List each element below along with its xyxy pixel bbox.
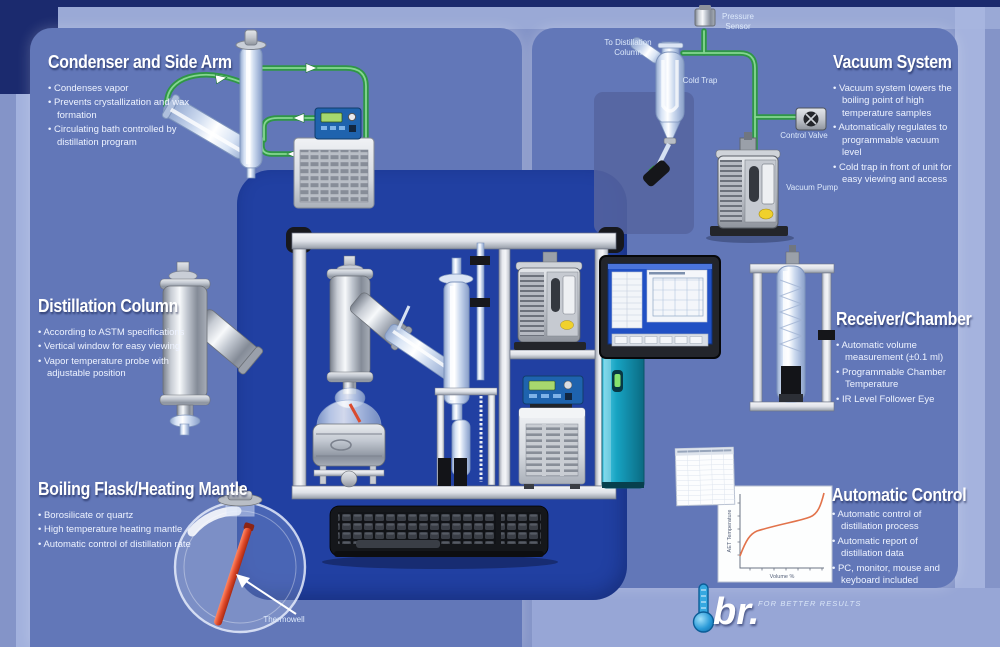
- bullet-item: Condenses vapor: [48, 83, 200, 96]
- left-edge-strip: [16, 0, 34, 647]
- label-thermowell: Thermowell: [263, 615, 305, 624]
- bullet-item: PC, monitor, mouse and keyboard included: [832, 563, 954, 588]
- bullet-item: Prevents crystallization and wax formati…: [48, 97, 200, 122]
- label-control-valve: Control Valve: [780, 131, 828, 140]
- bullet-item: Automatic volume measurement (±0.1 ml): [836, 340, 958, 365]
- bullet-item: IR Level Follower Eye: [836, 394, 958, 407]
- section-title-condenser: Condenser and Side Arm: [48, 51, 232, 72]
- section-title-vacuum: Vacuum System: [833, 51, 952, 72]
- navy-top-strip: [0, 0, 1000, 7]
- section-bullets-flask: Borosilicate or quartz High temperature …: [38, 510, 200, 552]
- section-vacuum: Vacuum System Vacuum system lowers the b…: [833, 51, 983, 189]
- bullet-item: Vapor temperature probe with adjustable …: [38, 356, 198, 381]
- section-bullets-control: Automatic control of distillation proces…: [832, 509, 954, 588]
- bullet-item: Automatic control of distillation rate: [38, 539, 200, 552]
- section-bullets-receiver: Automatic volume measurement (±0.1 ml) P…: [836, 340, 958, 407]
- bullet-item: Vacuum system lowers the boiling point o…: [833, 83, 960, 121]
- section-flask: Boiling Flask/Heating Mantle Borosilicat…: [38, 478, 288, 553]
- bullet-item: Programmable Chamber Temperature: [836, 367, 958, 392]
- bullet-item: Circulating bath controlled by distillat…: [48, 124, 200, 149]
- section-title-flask: Boiling Flask/Heating Mantle: [38, 478, 248, 499]
- right-edge-strip: [955, 0, 985, 647]
- bullet-item: Vertical window for easy viewing: [38, 341, 198, 354]
- section-column: Distillation Column According to ASTM sp…: [38, 295, 238, 383]
- label-vacuum-pump: Vacuum Pump: [786, 183, 838, 192]
- section-title-receiver: Receiver/Chamber: [836, 308, 972, 329]
- bullet-item: High temperature heating mantle: [38, 524, 200, 537]
- label-cold-trap: Cold Trap: [682, 76, 718, 85]
- bullet-item: Automatically regulates to programmable …: [833, 122, 960, 160]
- section-receiver: Receiver/Chamber Automatic volume measur…: [836, 308, 981, 408]
- section-title-control: Automatic Control: [832, 484, 967, 505]
- section-title-column: Distillation Column: [38, 295, 179, 316]
- label-to-distillation-column: To Distillation Column: [604, 38, 652, 58]
- section-bullets-condenser: Condenses vapor Prevents crystallization…: [48, 83, 200, 150]
- bullet-item: Borosilicate or quartz: [38, 510, 200, 523]
- label-pressure-sensor: Pressure Sensor: [721, 12, 754, 32]
- bottom-right-zone: [532, 588, 1000, 647]
- bullet-item: Automatic report of distillation data: [832, 536, 954, 561]
- section-control: Automatic Control Automatic control of d…: [832, 484, 982, 590]
- top-light-band: [0, 7, 1000, 29]
- section-condenser: Condenser and Side Arm Condenses vapor P…: [48, 51, 263, 151]
- bullet-item: Cold trap in front of unit for easy view…: [833, 162, 960, 187]
- section-bullets-column: According to ASTM specifications Vertica…: [38, 327, 198, 381]
- bullet-item: According to ASTM specifications: [38, 327, 198, 340]
- section-bullets-vacuum: Vacuum system lowers the boiling point o…: [833, 83, 960, 187]
- center-stage-panel: [237, 170, 627, 600]
- bullet-item: Automatic control of distillation proces…: [832, 509, 954, 534]
